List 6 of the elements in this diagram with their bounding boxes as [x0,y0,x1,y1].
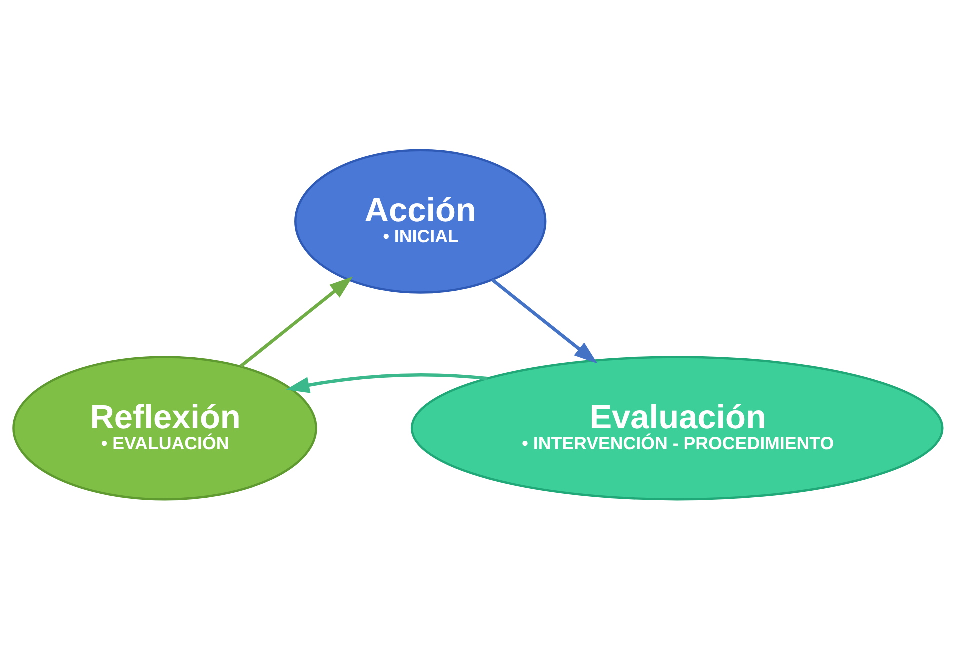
arrow [490,278,598,364]
arrow [239,276,353,368]
arrow [286,374,488,394]
node-ellipse: Evaluación • INTERVENCIÓN - PROCEDIMIENTO [410,356,944,501]
node-ellipse: Reflexión • EVALUACIÓN [12,356,317,501]
node-ellipse: Acción • INICIAL [294,149,546,294]
